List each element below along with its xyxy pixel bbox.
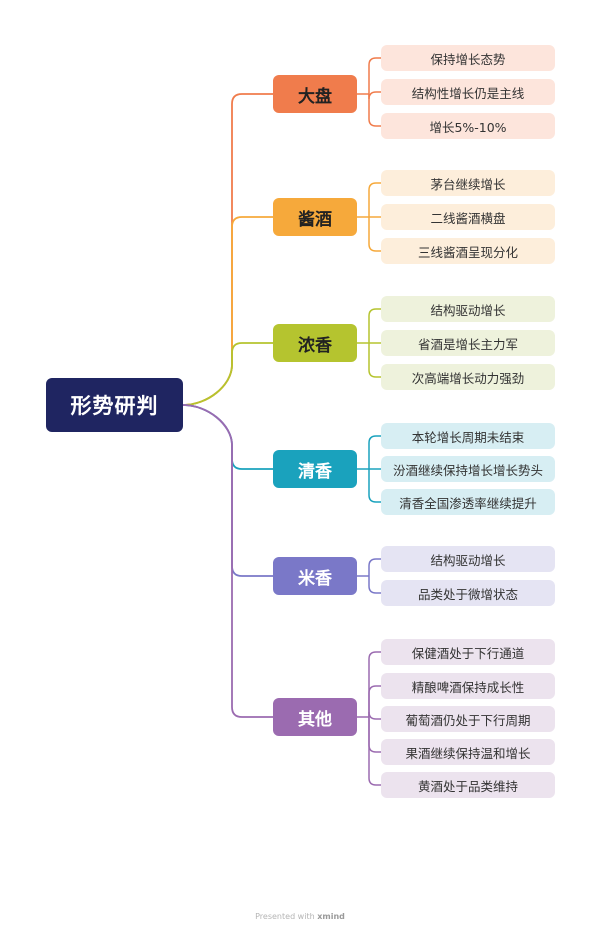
connector-root-branch-2 bbox=[182, 216, 273, 406]
connector-root-branch-1 bbox=[182, 93, 273, 406]
leaf-topic-3-1[interactable]: 结构驱动增长 bbox=[381, 296, 555, 322]
footer-credit: Presented with xmind bbox=[0, 912, 600, 921]
root-topic[interactable]: 形势研判 bbox=[46, 378, 183, 432]
leaf-topic-4-2[interactable]: 汾酒继续保持增长增长势头 bbox=[381, 456, 555, 482]
leaf-topic-6-3[interactable]: 葡萄酒仍处于下行周期 bbox=[381, 706, 555, 732]
leaf-topic-6-5[interactable]: 黄酒处于品类维持 bbox=[381, 772, 555, 798]
connector-leaf-3-3 bbox=[368, 343, 381, 378]
branch-topic-1[interactable]: 大盘 bbox=[273, 75, 357, 113]
connector-leaf-6-5 bbox=[368, 717, 381, 786]
leaf-topic-4-3[interactable]: 清香全国渗透率继续提升 bbox=[381, 489, 555, 515]
leaf-topic-5-2[interactable]: 品类处于微增状态 bbox=[381, 580, 555, 606]
connector-leaf-6-2 bbox=[368, 685, 381, 717]
leaf-topic-6-4[interactable]: 果酒继续保持温和增长 bbox=[381, 739, 555, 765]
leaf-topic-2-3[interactable]: 三线酱酒呈现分化 bbox=[381, 238, 555, 264]
connector-leaf-6-1 bbox=[368, 651, 381, 717]
footer-brand: xmind bbox=[317, 912, 345, 921]
leaf-topic-1-2[interactable]: 结构性增长仍是主线 bbox=[381, 79, 555, 105]
leaf-topic-1-1[interactable]: 保持增长态势 bbox=[381, 45, 555, 71]
connector-leaf-2-1 bbox=[368, 182, 381, 217]
connector-root-branch-4 bbox=[182, 404, 273, 470]
branch-topic-4[interactable]: 清香 bbox=[273, 450, 357, 488]
connector-leaf-2-3 bbox=[368, 217, 381, 252]
leaf-topic-4-1[interactable]: 本轮增长周期未结束 bbox=[381, 423, 555, 449]
connector-leaf-5-1 bbox=[368, 558, 381, 576]
leaf-topic-1-3[interactable]: 增长5%-10% bbox=[381, 113, 555, 139]
connector-root-branch-6 bbox=[182, 404, 273, 718]
connector-leaf-4-3 bbox=[368, 469, 381, 503]
leaf-topic-2-2[interactable]: 二线酱酒横盘 bbox=[381, 204, 555, 230]
leaf-topic-2-1[interactable]: 茅台继续增长 bbox=[381, 170, 555, 196]
leaf-topic-3-2[interactable]: 省酒是增长主力军 bbox=[381, 330, 555, 356]
connector-root-branch-3 bbox=[182, 342, 273, 406]
connector-leaf-1-1 bbox=[368, 57, 381, 94]
connector-leaf-6-3 bbox=[368, 711, 381, 720]
leaf-topic-6-2[interactable]: 精酿啤酒保持成长性 bbox=[381, 673, 555, 699]
leaf-topic-5-1[interactable]: 结构驱动增长 bbox=[381, 546, 555, 572]
branch-topic-3[interactable]: 浓香 bbox=[273, 324, 357, 362]
branch-topic-6[interactable]: 其他 bbox=[273, 698, 357, 736]
footer-prefix: Presented with bbox=[255, 912, 315, 921]
leaf-topic-6-1[interactable]: 保健酒处于下行通道 bbox=[381, 639, 555, 665]
leaf-topic-3-3[interactable]: 次高端增长动力强劲 bbox=[381, 364, 555, 390]
connector-leaf-6-4 bbox=[368, 717, 381, 753]
branch-topic-2[interactable]: 酱酒 bbox=[273, 198, 357, 236]
connector-leaf-3-1 bbox=[368, 308, 381, 343]
branch-topic-5[interactable]: 米香 bbox=[273, 557, 357, 595]
connector-leaf-1-2 bbox=[368, 91, 381, 100]
connector-leaf-4-1 bbox=[368, 435, 381, 469]
connector-leaf-1-3 bbox=[368, 94, 381, 127]
connector-leaf-5-2 bbox=[368, 576, 381, 594]
